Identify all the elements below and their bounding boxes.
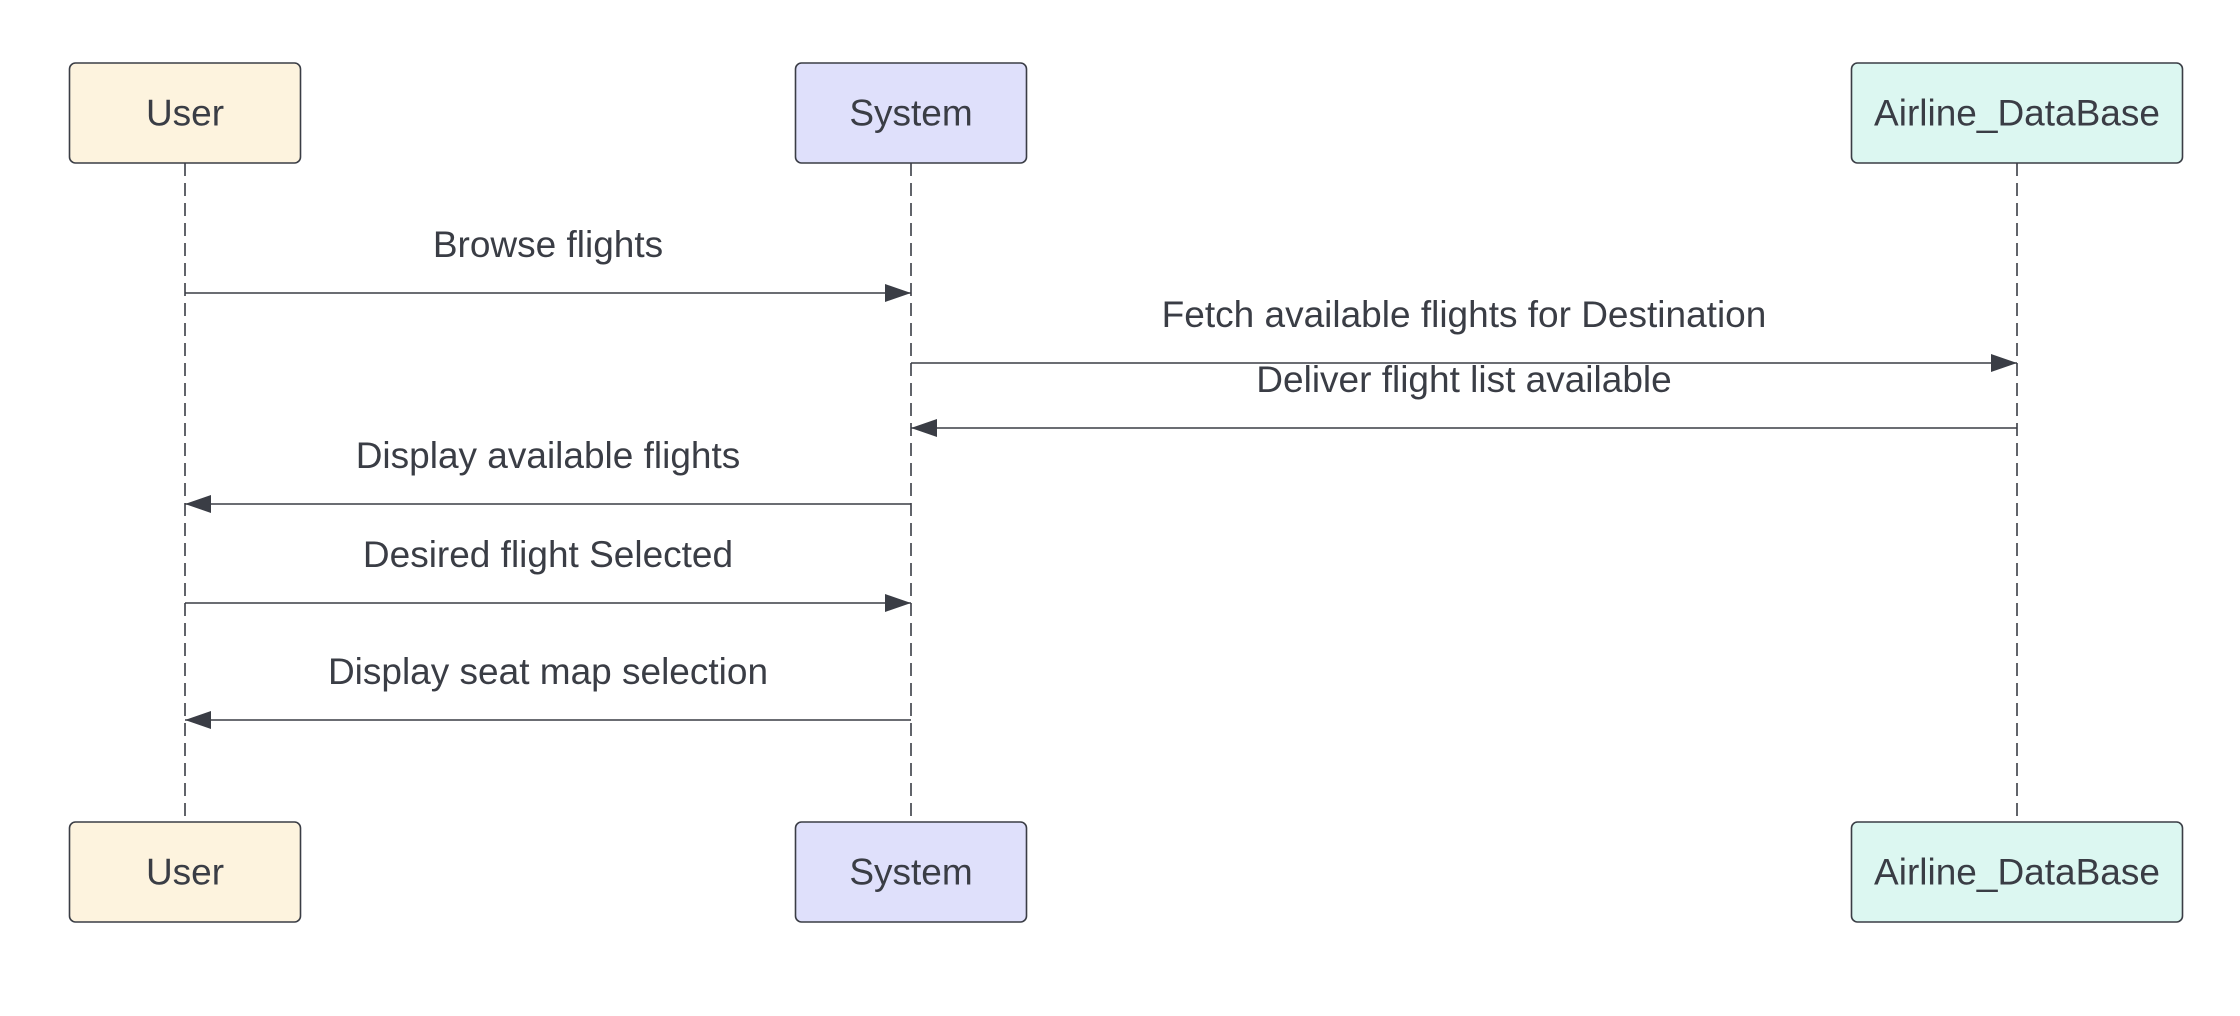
- participant-label: User: [146, 93, 224, 134]
- participant-user-top: User: [68, 62, 302, 164]
- message-label: Display seat map selection: [328, 651, 768, 692]
- participant-system-bottom: System: [794, 821, 1028, 923]
- message-label: Desired flight Selected: [363, 534, 733, 575]
- message-1: Browse flights: [185, 224, 911, 302]
- participant-box: [68, 62, 302, 164]
- participant-label: Airline_DataBase: [1874, 852, 2160, 893]
- participant-airline-database-bottom: Airline_DataBase: [1850, 821, 2184, 923]
- participant-label: System: [849, 852, 972, 893]
- participant-airline-database-top: Airline_DataBase: [1850, 62, 2184, 164]
- message-label: Fetch available flights for Destination: [1162, 294, 1767, 335]
- message-label: Display available flights: [356, 435, 741, 476]
- participant-system-top: System: [794, 62, 1028, 164]
- participant-box: [1850, 821, 2184, 923]
- participant-user-bottom: User: [68, 821, 302, 923]
- participant-box: [68, 821, 302, 923]
- message-label: Browse flights: [433, 224, 663, 265]
- participant-label: Airline_DataBase: [1874, 93, 2160, 134]
- participant-box: [794, 62, 1028, 164]
- message-3: Deliver flight list available: [911, 359, 2017, 437]
- message-4: Display available flights: [185, 435, 911, 513]
- participant-label: System: [849, 93, 972, 134]
- message-label: Deliver flight list available: [1256, 359, 1671, 400]
- message-5: Desired flight Selected: [185, 534, 911, 612]
- participant-label: User: [146, 852, 224, 893]
- message-2: Fetch available flights for Destination: [911, 294, 2017, 372]
- participant-box: [794, 821, 1028, 923]
- participant-box: [1850, 62, 2184, 164]
- message-6: Display seat map selection: [185, 651, 911, 729]
